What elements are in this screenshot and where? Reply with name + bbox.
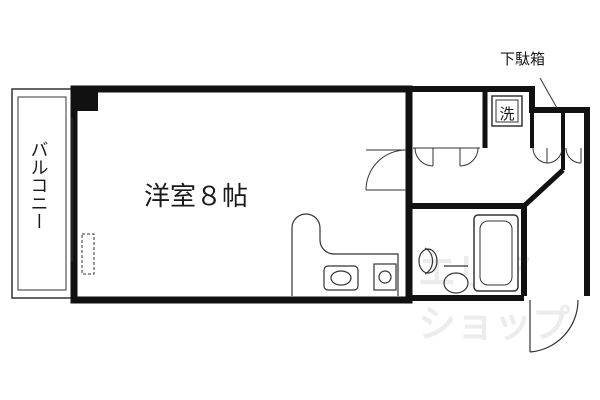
balcony-label: バルコニー (28, 140, 49, 230)
kitchen-counter (291, 213, 399, 296)
walls (70, 85, 590, 304)
laundry-space: 洗 (491, 95, 523, 127)
shoe-box-leader (539, 77, 558, 109)
shoe-box-label: 下駄箱 (500, 50, 545, 68)
laundry-label: 洗 (499, 105, 514, 123)
svg-text:ショップ: ショップ (418, 302, 570, 346)
toilet (418, 247, 469, 294)
closet-doors (365, 147, 582, 191)
bathtub (473, 214, 519, 292)
main-room-label: 洋室８帖 (144, 182, 248, 212)
entrance-door (529, 299, 579, 353)
balcony-window (71, 118, 95, 275)
